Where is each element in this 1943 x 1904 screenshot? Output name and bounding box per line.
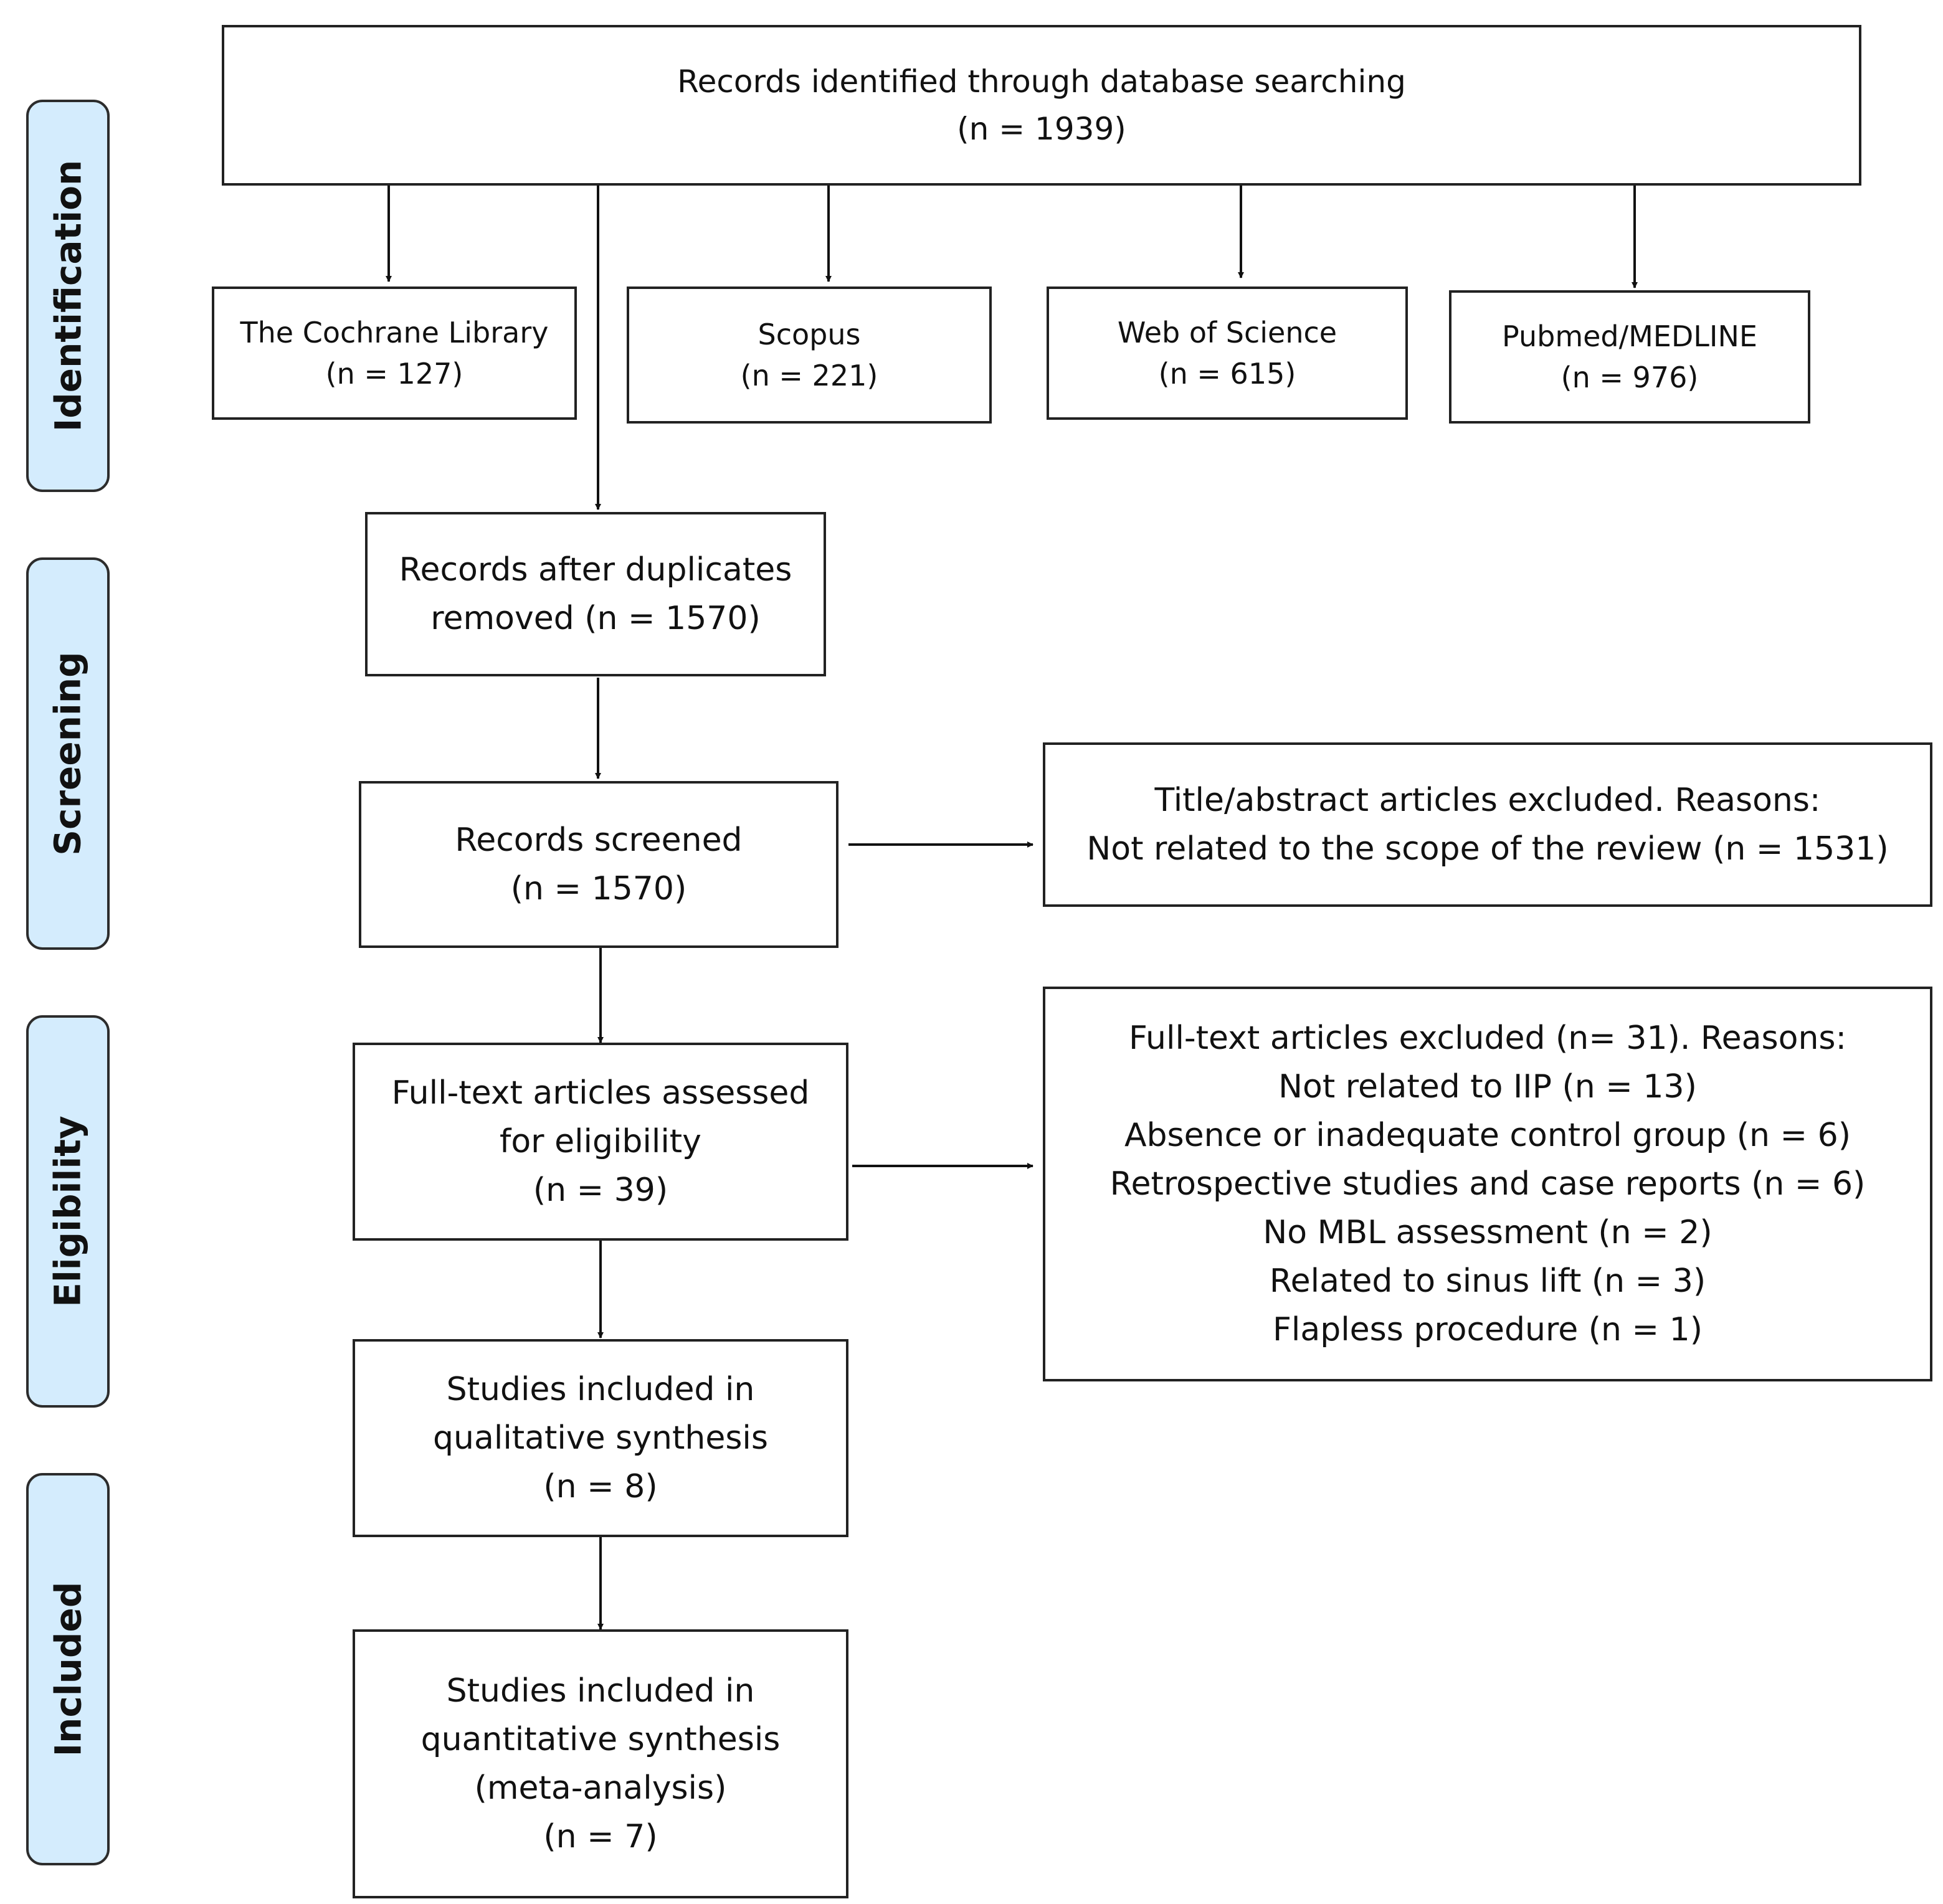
stage-eligibility: Eligibility [26, 1015, 110, 1408]
title-excluded-header: Title/abstract articles excluded. Reason… [1154, 782, 1821, 819]
pubmed-box: Pubmed/MEDLINE (n = 976) [1449, 290, 1810, 424]
fulltext-assessed-box: Full-text articles assessed for eligibil… [353, 1043, 848, 1241]
quantitative-text3: (meta-analysis) [474, 1769, 727, 1807]
pubmed-label: Pubmed/MEDLINE [1502, 320, 1757, 353]
scopus-box: Scopus (n = 221) [627, 287, 992, 424]
screened-box: Records screened (n = 1570) [359, 781, 838, 948]
qualitative-box: Studies included in qualitative synthesi… [353, 1339, 848, 1537]
wos-box: Web of Science (n = 615) [1047, 287, 1408, 420]
screened-text: Records screened [455, 822, 743, 859]
stage-included: Included [26, 1473, 110, 1865]
stage-identification: Identification [26, 100, 110, 492]
exclusion-reason: No MBL assessment (n = 2) [1263, 1214, 1713, 1251]
scopus-count: (n = 221) [740, 359, 878, 392]
records-identified-count: (n = 1939) [957, 111, 1126, 147]
exclusion-reason: Absence or inadequate control group (n =… [1124, 1117, 1851, 1154]
qualitative-text2: qualitative synthesis [433, 1419, 768, 1457]
stage-screening: Screening [26, 557, 110, 950]
after-duplicates-text: Records after duplicates [399, 551, 792, 589]
title-excluded-box: Title/abstract articles excluded. Reason… [1043, 742, 1932, 907]
fulltext-assessed-count: (n = 39) [533, 1172, 668, 1209]
cochrane-box: The Cochrane Library (n = 127) [212, 287, 577, 420]
scopus-label: Scopus [758, 318, 861, 351]
records-identified-text: Records identified through database sear… [677, 64, 1406, 100]
qualitative-text1: Studies included in [446, 1371, 755, 1408]
fulltext-assessed-text2: for eligibility [500, 1123, 701, 1160]
pubmed-count: (n = 976) [1561, 361, 1699, 394]
exclusion-reason: Flapless procedure (n = 1) [1273, 1311, 1703, 1348]
wos-count: (n = 615) [1158, 357, 1296, 391]
quantitative-box: Studies included in quantitative synthes… [353, 1629, 848, 1898]
after-duplicates-box: Records after duplicates removed (n = 15… [365, 512, 826, 676]
wos-label: Web of Science [1117, 316, 1337, 349]
exclusion-reason: Retrospective studies and case reports (… [1109, 1165, 1866, 1203]
cochrane-label: The Cochrane Library [240, 316, 549, 349]
exclusion-reason: Related to sinus lift (n = 3) [1269, 1262, 1706, 1300]
qualitative-count: (n = 8) [543, 1468, 658, 1505]
fulltext-excluded-box: Full-text articles excluded (n= 31). Rea… [1043, 987, 1932, 1381]
cochrane-count: (n = 127) [325, 357, 463, 391]
quantitative-text2: quantitative synthesis [420, 1721, 781, 1758]
records-identified-box: Records identified through database sear… [222, 25, 1861, 186]
after-duplicates-count: removed (n = 1570) [430, 600, 761, 637]
title-excluded-reason: Not related to the scope of the review (… [1086, 830, 1889, 868]
fulltext-excluded-header: Full-text articles excluded (n= 31). Rea… [1128, 1020, 1847, 1057]
quantitative-text1: Studies included in [446, 1672, 755, 1710]
screened-count: (n = 1570) [510, 870, 687, 907]
fulltext-assessed-text1: Full-text articles assessed [391, 1074, 810, 1112]
exclusion-reason: Not related to IIP (n = 13) [1278, 1068, 1697, 1106]
quantitative-count: (n = 7) [543, 1818, 658, 1855]
